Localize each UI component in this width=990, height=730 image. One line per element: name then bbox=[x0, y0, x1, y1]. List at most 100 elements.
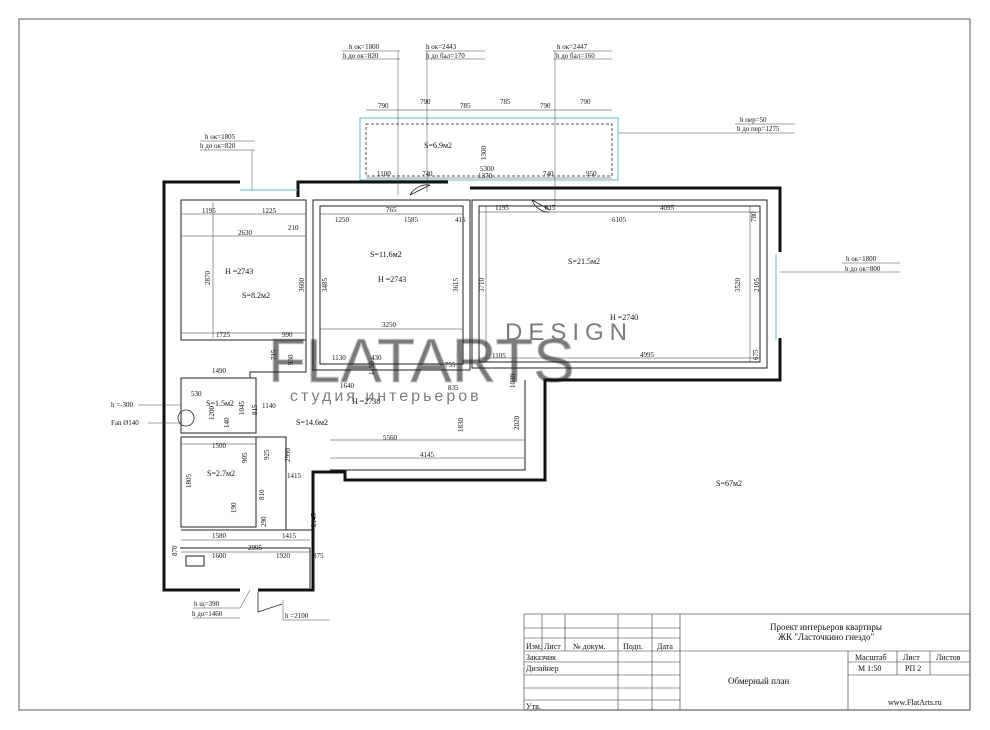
dim-label: 790 bbox=[540, 102, 551, 110]
dim-label: 810 bbox=[258, 489, 266, 500]
dim-label: 1150 bbox=[368, 361, 376, 375]
note-text: h щ=390 bbox=[194, 600, 220, 608]
project-title: Проект интерьеров квартиры bbox=[770, 622, 882, 632]
dim-label: 1830 bbox=[457, 418, 465, 433]
note-text: h до бал=170 bbox=[426, 52, 465, 60]
list-value: РП 2 bbox=[905, 664, 921, 673]
dim-label: 2105 bbox=[753, 278, 761, 293]
dim-label: 780 bbox=[750, 211, 758, 222]
dim-label: 1370 bbox=[478, 172, 493, 180]
dim-label: 2870 bbox=[204, 271, 212, 286]
dim-label: 1140 bbox=[262, 402, 276, 410]
dim-label: 740 bbox=[422, 170, 433, 178]
dim-label: 790 bbox=[420, 98, 431, 106]
room-1-height: H =2743 bbox=[378, 275, 406, 284]
dim-label: 190 bbox=[230, 502, 238, 513]
room-dimensions: 1195 1225 210 2630 1250 765 1585 415 119… bbox=[202, 204, 761, 369]
dim-label: 790 bbox=[580, 98, 591, 106]
hall-height: H =2738 bbox=[352, 397, 380, 406]
title-block bbox=[523, 613, 971, 711]
note-text: h ок=1800 bbox=[846, 255, 877, 263]
room-labels: S=6.9м2 S=11.6м2 H =2743 S=21.5м2 H =274… bbox=[206, 141, 742, 488]
dim-label: 1225 bbox=[262, 207, 277, 215]
callout-leaders bbox=[193, 50, 900, 621]
col-date: Дата bbox=[657, 642, 673, 651]
watermark-design: DESIGN bbox=[505, 319, 633, 346]
dim-label: 6105 bbox=[612, 216, 627, 224]
dim-label: 990 bbox=[282, 331, 293, 339]
dim-label: 790 bbox=[378, 102, 389, 110]
dim-label: 740 bbox=[543, 170, 554, 178]
col-doc: № докум. bbox=[573, 642, 605, 651]
note-text: Fan Ø140 bbox=[111, 419, 139, 427]
sheet-frame bbox=[18, 18, 971, 711]
dim-label: 815 bbox=[545, 204, 556, 212]
note-text: h до ок=800 bbox=[845, 265, 881, 273]
dim-label: 3615 bbox=[452, 278, 460, 293]
dim-label: 530 bbox=[191, 390, 202, 398]
dim-label: 715 bbox=[270, 349, 278, 360]
sheet-title: Обмерный план bbox=[728, 676, 789, 686]
dim-label: 755 bbox=[445, 361, 456, 369]
watermark: FLATARTS DESIGN студия интерьеров bbox=[268, 319, 633, 405]
dim-label: 290 bbox=[260, 516, 268, 527]
dim-label: 870 bbox=[171, 545, 179, 556]
dim-label: 930 bbox=[287, 354, 295, 365]
dim-label: 1105 bbox=[492, 352, 506, 360]
dim-label: 415 bbox=[455, 216, 466, 224]
dim-label: 1490 bbox=[212, 367, 227, 375]
total-area: S=67м2 bbox=[716, 479, 742, 488]
dim-label: 815 bbox=[251, 404, 259, 415]
scale-value: М 1:50 bbox=[858, 664, 881, 673]
note-text: h ок=2447 bbox=[557, 43, 588, 51]
dim-label: 1415 bbox=[287, 472, 302, 480]
balcony bbox=[240, 117, 619, 191]
dim-label: 5560 bbox=[383, 434, 398, 442]
dim-label: 1585 bbox=[404, 216, 419, 224]
room-3-area: S=8.2м2 bbox=[242, 291, 270, 300]
note-text: h ок=1800 bbox=[349, 43, 380, 51]
dim-label: 1580 bbox=[212, 532, 227, 540]
balcony-dimensions: 790 790 785 785 790 790 1100 740 5300 13… bbox=[377, 98, 597, 180]
room-3-height: H =2743 bbox=[225, 267, 253, 276]
list-header: Лист bbox=[903, 653, 920, 662]
dim-label: 1300 bbox=[480, 146, 488, 161]
dim-label: 1415 bbox=[282, 532, 297, 540]
dim-label: 2995 bbox=[248, 544, 263, 552]
note-text: h до=1460 bbox=[192, 610, 223, 618]
col-list: Лист bbox=[544, 642, 561, 651]
dim-label: 1725 bbox=[216, 331, 231, 339]
dim-label: 675 bbox=[752, 349, 760, 360]
col-sign: Подп. bbox=[623, 642, 643, 651]
note-text: h пер=50 bbox=[740, 116, 767, 124]
dim-label: 1920 bbox=[276, 552, 291, 560]
hall-area: S=14.6м2 bbox=[296, 418, 328, 427]
dim-label: 3485 bbox=[321, 278, 329, 293]
note-text: h ок=2443 bbox=[426, 43, 457, 51]
hall-dimensions: 1490 835 1640 715 930 1150 1030 530 1045… bbox=[171, 349, 521, 560]
note-text: h =-300 bbox=[111, 401, 134, 409]
lists-header: Листов bbox=[936, 653, 961, 662]
dim-label: 2630 bbox=[238, 229, 253, 237]
bath-area: S=2.7м2 bbox=[207, 469, 235, 478]
exterior-walls bbox=[162, 180, 782, 592]
dim-label: 1200 bbox=[208, 406, 216, 421]
dim-label: 4095 bbox=[660, 204, 675, 212]
room-2-height: H =2740 bbox=[610, 313, 638, 322]
dim-label: 925 bbox=[263, 449, 271, 460]
approved-label: Утв. bbox=[526, 702, 541, 711]
scale-header: Масштаб bbox=[855, 653, 887, 662]
dim-label: 1100 bbox=[377, 170, 391, 178]
dim-label: 1130 bbox=[332, 354, 346, 362]
window-notes: h ок=1800 h до ок=820 h ок=2443 h до бал… bbox=[111, 43, 881, 620]
dim-label: 1805 bbox=[185, 474, 193, 489]
dim-label: 210 bbox=[288, 224, 299, 232]
dim-label: 430 bbox=[371, 354, 382, 362]
title-block-text: Проект интерьеров квартиры ЖК "Ласточкин… bbox=[526, 622, 961, 711]
room-1-area: S=11.6м2 bbox=[370, 250, 402, 259]
dim-label: 2145 bbox=[310, 513, 318, 528]
dim-label: 1250 bbox=[335, 216, 350, 224]
dim-label: 375 bbox=[313, 552, 324, 560]
dim-label: 140 bbox=[223, 417, 231, 428]
